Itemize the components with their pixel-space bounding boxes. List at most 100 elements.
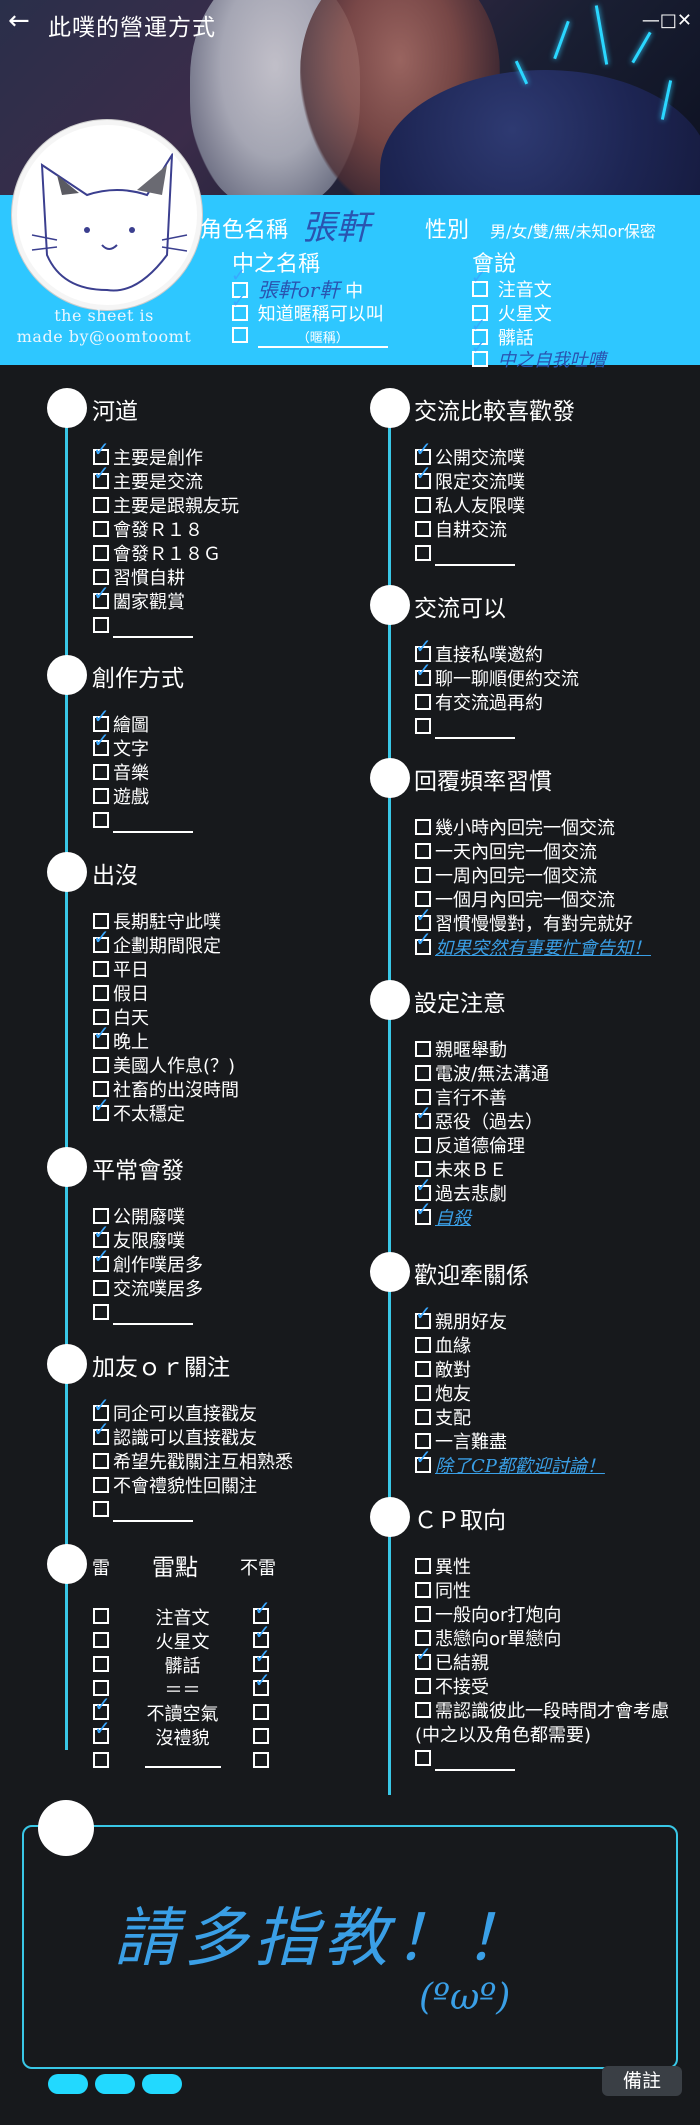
checklist-item[interactable]: 平日 xyxy=(93,960,149,982)
checkbox[interactable] xyxy=(93,1033,109,1049)
checkbox[interactable] xyxy=(415,1113,431,1129)
checkbox[interactable] xyxy=(93,1280,109,1296)
checklist-item[interactable]: 習慣自耕 xyxy=(93,568,185,590)
checkbox-not-mine[interactable] xyxy=(253,1752,269,1768)
checkbox[interactable] xyxy=(415,1702,431,1718)
checkbox[interactable] xyxy=(415,1137,431,1153)
checkbox[interactable] xyxy=(93,985,109,1001)
speak-row[interactable]: ✓ 中之自我吐嘈 xyxy=(471,337,606,372)
checklist-item[interactable]: 反道德倫理 xyxy=(415,1136,525,1158)
checkbox[interactable] xyxy=(93,593,109,609)
checklist-item[interactable]: 希望先戳關注互相熟悉 xyxy=(93,1452,293,1474)
checklist-item[interactable]: 未來ＢＥ xyxy=(415,1160,507,1182)
checklist-item[interactable] xyxy=(415,1749,515,1771)
checkbox[interactable] xyxy=(415,915,431,931)
character-name-value[interactable]: 張軒 xyxy=(302,208,370,248)
checklist-item[interactable]: 會發Ｒ１８ xyxy=(93,520,203,542)
speak-row[interactable]: ✓ 注音文 xyxy=(471,267,552,302)
checklist-item[interactable]: ✓創作噗居多 xyxy=(93,1245,203,1277)
checkbox-not-mine[interactable] xyxy=(253,1632,269,1648)
checkbox[interactable] xyxy=(93,1501,109,1517)
checklist-item[interactable] xyxy=(93,616,193,638)
checkbox[interactable] xyxy=(93,545,109,561)
checkbox[interactable] xyxy=(472,281,488,297)
checklist-item[interactable]: 遊戲 xyxy=(93,787,149,809)
checkbox[interactable] xyxy=(472,329,488,345)
checkbox[interactable] xyxy=(415,1457,431,1473)
checkbox[interactable] xyxy=(415,1089,431,1105)
blank-field[interactable] xyxy=(435,548,515,566)
checkbox-mine[interactable] xyxy=(93,1704,109,1720)
checklist-item[interactable]: ✓親朋好友 xyxy=(415,1302,507,1334)
checklist-item[interactable]: ✓友限廢噗 xyxy=(93,1221,185,1253)
checkbox[interactable] xyxy=(93,617,109,633)
checkbox[interactable] xyxy=(415,1041,431,1057)
checkbox[interactable] xyxy=(93,497,109,513)
checkbox-not-mine[interactable] xyxy=(253,1680,269,1696)
checklist-item[interactable]: ✓主要是創作 xyxy=(93,438,203,470)
checkbox[interactable] xyxy=(415,449,431,465)
checkbox[interactable] xyxy=(93,937,109,953)
page-indicator[interactable] xyxy=(95,2074,135,2094)
checkbox[interactable] xyxy=(415,1313,431,1329)
checkbox[interactable] xyxy=(415,1185,431,1201)
blank-field[interactable] xyxy=(113,1504,193,1522)
checklist-item[interactable]: 言行不善 xyxy=(415,1088,507,1110)
checkbox[interactable] xyxy=(93,716,109,732)
checklist-item[interactable]: 私人友限噗 xyxy=(415,496,525,518)
checklist-item[interactable]: 悲戀向or單戀向 xyxy=(415,1629,561,1651)
checkbox[interactable] xyxy=(415,1678,431,1694)
checkbox[interactable] xyxy=(415,1361,431,1377)
checklist-item[interactable]: 白天 xyxy=(93,1008,149,1030)
checklist-item[interactable]: 假日 xyxy=(93,984,149,1006)
checkbox[interactable] xyxy=(93,764,109,780)
checkbox[interactable] xyxy=(415,1065,431,1081)
window-controls[interactable]: —□✕ xyxy=(641,10,692,31)
checklist-item[interactable]: ✓主要是交流 xyxy=(93,462,203,494)
checklist-item[interactable]: 不會禮貌性回關注 xyxy=(93,1476,257,1498)
checkbox[interactable] xyxy=(93,961,109,977)
checklist-item[interactable]: 需認識彼此一段時間才會考慮 xyxy=(415,1701,669,1723)
checkbox[interactable] xyxy=(415,1161,431,1177)
checklist-item[interactable]: 支配 xyxy=(415,1408,471,1430)
checklist-item[interactable]: 有交流過再約 xyxy=(415,693,543,715)
checklist-item[interactable]: 幾小時內回完一個交流 xyxy=(415,818,615,840)
blank-field[interactable] xyxy=(113,1307,193,1325)
checkbox[interactable] xyxy=(93,1256,109,1272)
checkbox[interactable] xyxy=(93,569,109,585)
checklist-item[interactable]: ✓過去悲劇 xyxy=(415,1174,507,1206)
checklist-item[interactable]: 一言難盡 xyxy=(415,1432,507,1454)
checklist-item[interactable] xyxy=(93,811,193,833)
checkbox[interactable] xyxy=(93,1405,109,1421)
speak-row[interactable]: 火星文 xyxy=(472,300,552,326)
checkbox[interactable] xyxy=(472,305,488,321)
alias-row[interactable]: ✓ 張軒or軒 中 xyxy=(231,265,363,303)
checkbox-mine[interactable] xyxy=(93,1752,109,1768)
blank-field[interactable] xyxy=(435,721,515,739)
checklist-item[interactable]: ✓自殺 xyxy=(415,1198,471,1230)
gender-options[interactable]: 男/女/雙/無/未知or保密 xyxy=(490,222,656,241)
checkbox[interactable] xyxy=(93,1208,109,1224)
checklist-item[interactable]: 社畜的出沒時間 xyxy=(93,1080,239,1102)
checklist-item[interactable]: 異性 xyxy=(415,1557,471,1579)
checklist-item[interactable]: ✓聊一聊順便約交流 xyxy=(415,659,579,691)
checkbox[interactable] xyxy=(415,939,431,955)
checkbox[interactable] xyxy=(415,718,431,734)
checklist-item[interactable] xyxy=(93,1500,193,1522)
alias-row[interactable]: ✓ 知道暱稱可以叫 xyxy=(231,291,384,326)
checkbox[interactable] xyxy=(232,327,248,343)
checkbox[interactable] xyxy=(415,1385,431,1401)
checkbox-not-mine[interactable] xyxy=(253,1728,269,1744)
checklist-item[interactable]: ✓闔家觀賞 xyxy=(93,582,185,614)
checklist-item[interactable]: 公開廢噗 xyxy=(93,1207,185,1229)
checklist-item[interactable]: 會發Ｒ１８Ｇ xyxy=(93,544,221,566)
checklist-item[interactable]: 同性 xyxy=(415,1581,471,1603)
checklist-item[interactable]: ✓同企可以直接戳友 xyxy=(93,1394,257,1426)
checkbox[interactable] xyxy=(415,1337,431,1353)
checklist-item[interactable]: ✓已結親 xyxy=(415,1643,489,1675)
checklist-item[interactable]: 長期駐守此噗 xyxy=(93,912,221,934)
checkbox[interactable] xyxy=(93,449,109,465)
checkbox[interactable] xyxy=(232,282,248,298)
checkbox[interactable] xyxy=(415,843,431,859)
checklist-item[interactable]: ✓不太穩定 xyxy=(93,1094,185,1126)
